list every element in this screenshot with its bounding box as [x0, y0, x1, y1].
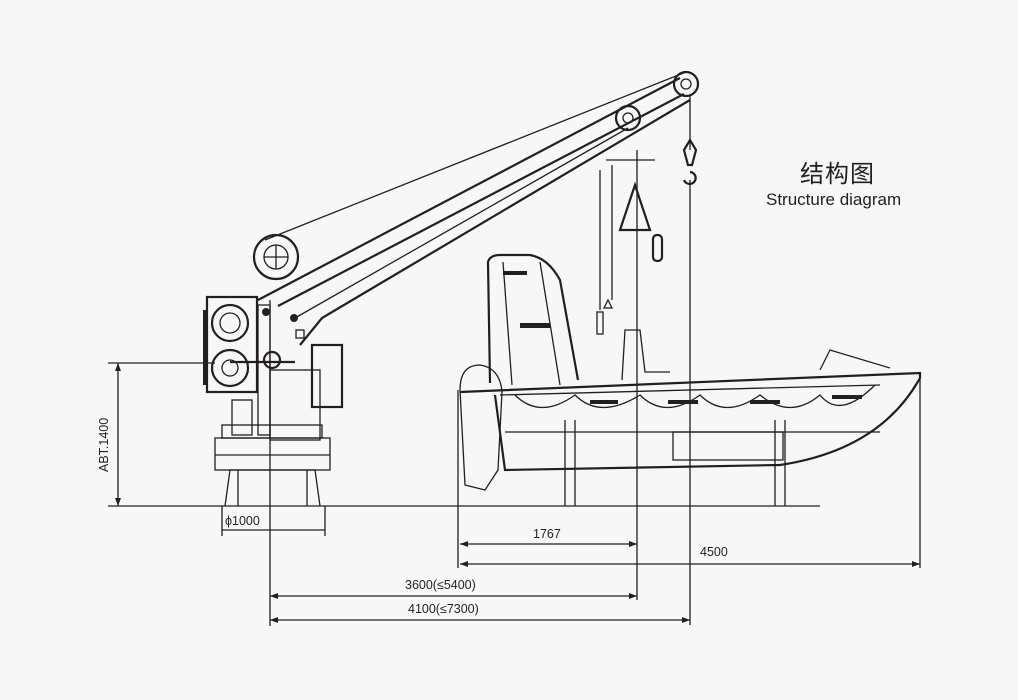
- outboard-engine: [459, 364, 503, 491]
- dimension-1767: 1767: [460, 527, 637, 547]
- hook-icon: [682, 170, 697, 186]
- crane-pedestal: [214, 424, 331, 507]
- height-dimension: ABT.1400: [97, 362, 215, 506]
- dimension-4100-label: 4100(≤7300): [408, 602, 479, 616]
- control-box: [310, 343, 344, 409]
- dimension-4500: 4500: [460, 545, 920, 567]
- mid-sheave-icon: [614, 104, 642, 132]
- title-english: Structure diagram: [766, 190, 902, 209]
- title-chinese: 结构图: [800, 161, 875, 188]
- base-diameter-label: ϕ1000: [225, 514, 260, 528]
- crane-boom: [252, 70, 700, 440]
- base-diameter-dimension: ϕ1000: [221, 506, 326, 536]
- top-sheave-icon: [672, 70, 700, 98]
- winch-drum-icon: [210, 303, 250, 343]
- dimension-3600: 3600(≤5400): [270, 578, 637, 599]
- dimension-4500-label: 4500: [700, 545, 728, 559]
- dimension-1767-label: 1767: [533, 527, 561, 541]
- height-label: ABT.1400: [97, 418, 111, 472]
- dimension-4100: 4100(≤7300): [269, 440, 690, 626]
- boom-drum-icon: [252, 233, 300, 281]
- dimension-3600-label: 3600(≤5400): [405, 578, 476, 592]
